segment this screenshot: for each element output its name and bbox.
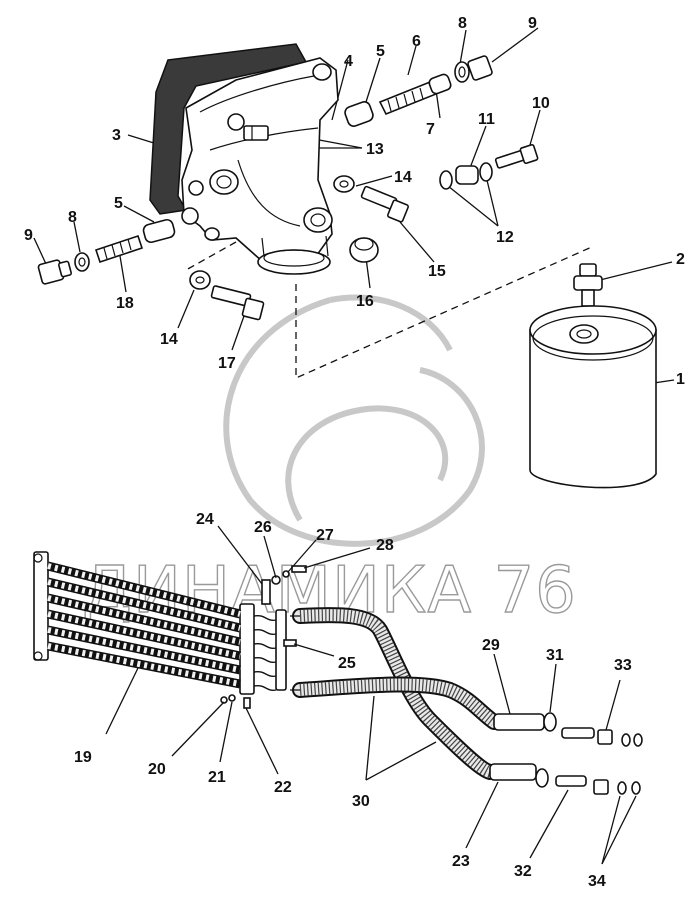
plug-9-left (37, 259, 72, 285)
label-18: 18 (116, 295, 134, 312)
label-8-top: 8 (458, 15, 467, 32)
label-13: 13 (366, 141, 384, 158)
label-9-left: 9 (24, 227, 33, 244)
label-22: 22 (274, 779, 292, 796)
cooler-return-bend (253, 614, 277, 622)
plunger-5-top (344, 101, 374, 127)
label-15: 15 (428, 263, 446, 280)
leader-lines-top (33, 27, 675, 386)
washer-12-a (439, 170, 453, 190)
fitting-32-lower (555, 775, 587, 787)
label-6: 6 (412, 33, 421, 50)
hose-30-lower (292, 676, 502, 730)
label-27: 27 (316, 527, 334, 544)
label-7: 7 (426, 121, 435, 138)
label-3: 3 (112, 127, 121, 144)
spring-6-top (378, 80, 438, 116)
leader-lines-bottom (105, 525, 637, 865)
label-20: 20 (148, 761, 166, 778)
label-14-right: 14 (394, 169, 412, 186)
label-4: 4 (344, 53, 353, 70)
hose-30-upper (292, 607, 498, 780)
assembly-dashed-line-small (185, 241, 237, 271)
fitting-2 (573, 263, 603, 307)
watermark-text: ДИНАМИКА 76 (82, 554, 577, 628)
bolt-17 (210, 285, 265, 321)
label-5-top: 5 (376, 43, 385, 60)
cooler-tube-fins (47, 611, 241, 659)
oil-cooler-19 (33, 551, 287, 695)
washer-12-b (479, 162, 493, 182)
washer-21 (228, 694, 236, 702)
bolt-10 (494, 143, 539, 169)
cooler-tube-fins (47, 595, 241, 645)
label-25: 25 (338, 655, 356, 672)
label-8-left: 8 (68, 209, 77, 226)
clamp-lower (535, 768, 549, 788)
washer-27 (282, 570, 290, 578)
label-11: 11 (478, 111, 495, 128)
label-14-left: 14 (160, 331, 178, 348)
fitting-32-upper (561, 727, 595, 739)
spring-18 (94, 234, 144, 264)
washer-8-left (74, 252, 90, 272)
gasket-3 (149, 43, 308, 215)
oil-filter-1 (529, 305, 657, 489)
union-33-lower (593, 779, 641, 795)
washer-8-top (454, 61, 470, 83)
label-26: 26 (254, 519, 272, 536)
bracket-24 (261, 579, 271, 605)
bolt-15 (360, 185, 409, 223)
union-33-upper (597, 729, 643, 747)
label-1: 1 (676, 371, 685, 388)
label-32: 32 (514, 863, 532, 880)
label-28: 28 (376, 537, 394, 554)
watermark-logo (223, 294, 485, 547)
sleeve-11 (455, 165, 479, 185)
label-12: 12 (496, 229, 514, 246)
label-21: 21 (208, 769, 226, 786)
clamp-31 (543, 712, 557, 732)
washer-14-left (189, 270, 211, 290)
plug-16 (349, 237, 379, 263)
label-23: 23 (452, 853, 470, 870)
bolt-28 (291, 565, 307, 573)
tube-23 (489, 763, 537, 781)
filter-housing-4 (181, 57, 339, 275)
cooler-return-bend (253, 684, 277, 692)
label-5-left: 5 (114, 195, 123, 212)
cooler-tube-fins (47, 627, 241, 673)
label-9-top: 9 (528, 15, 537, 32)
cooler-tube-fins (47, 563, 241, 617)
bolt-13 (243, 125, 269, 141)
label-33: 33 (614, 657, 632, 674)
label-31: 31 (546, 647, 564, 664)
label-19: 19 (74, 749, 92, 766)
label-10: 10 (532, 95, 550, 112)
seat-7 (428, 73, 452, 95)
label-24: 24 (196, 511, 214, 528)
bolt-25 (283, 639, 297, 647)
label-2: 2 (676, 251, 685, 268)
label-17: 17 (218, 355, 236, 372)
plunger-5-left (142, 218, 176, 244)
cooler-return-bend (253, 628, 277, 636)
label-34: 34 (588, 873, 606, 890)
cooler-return-bend (253, 656, 277, 664)
label-16: 16 (356, 293, 374, 310)
label-29: 29 (482, 637, 500, 654)
washer-14-right (333, 175, 355, 193)
nut-20 (220, 696, 228, 704)
cooler-tube-fins (47, 579, 241, 631)
bracket-22 (243, 697, 251, 709)
label-30: 30 (352, 793, 370, 810)
cooler-return-bend (253, 642, 277, 650)
cooler-return-bend (253, 670, 277, 678)
plug-9-top (467, 55, 493, 81)
tube-29 (493, 713, 545, 731)
cooler-tube-fins (47, 643, 241, 687)
